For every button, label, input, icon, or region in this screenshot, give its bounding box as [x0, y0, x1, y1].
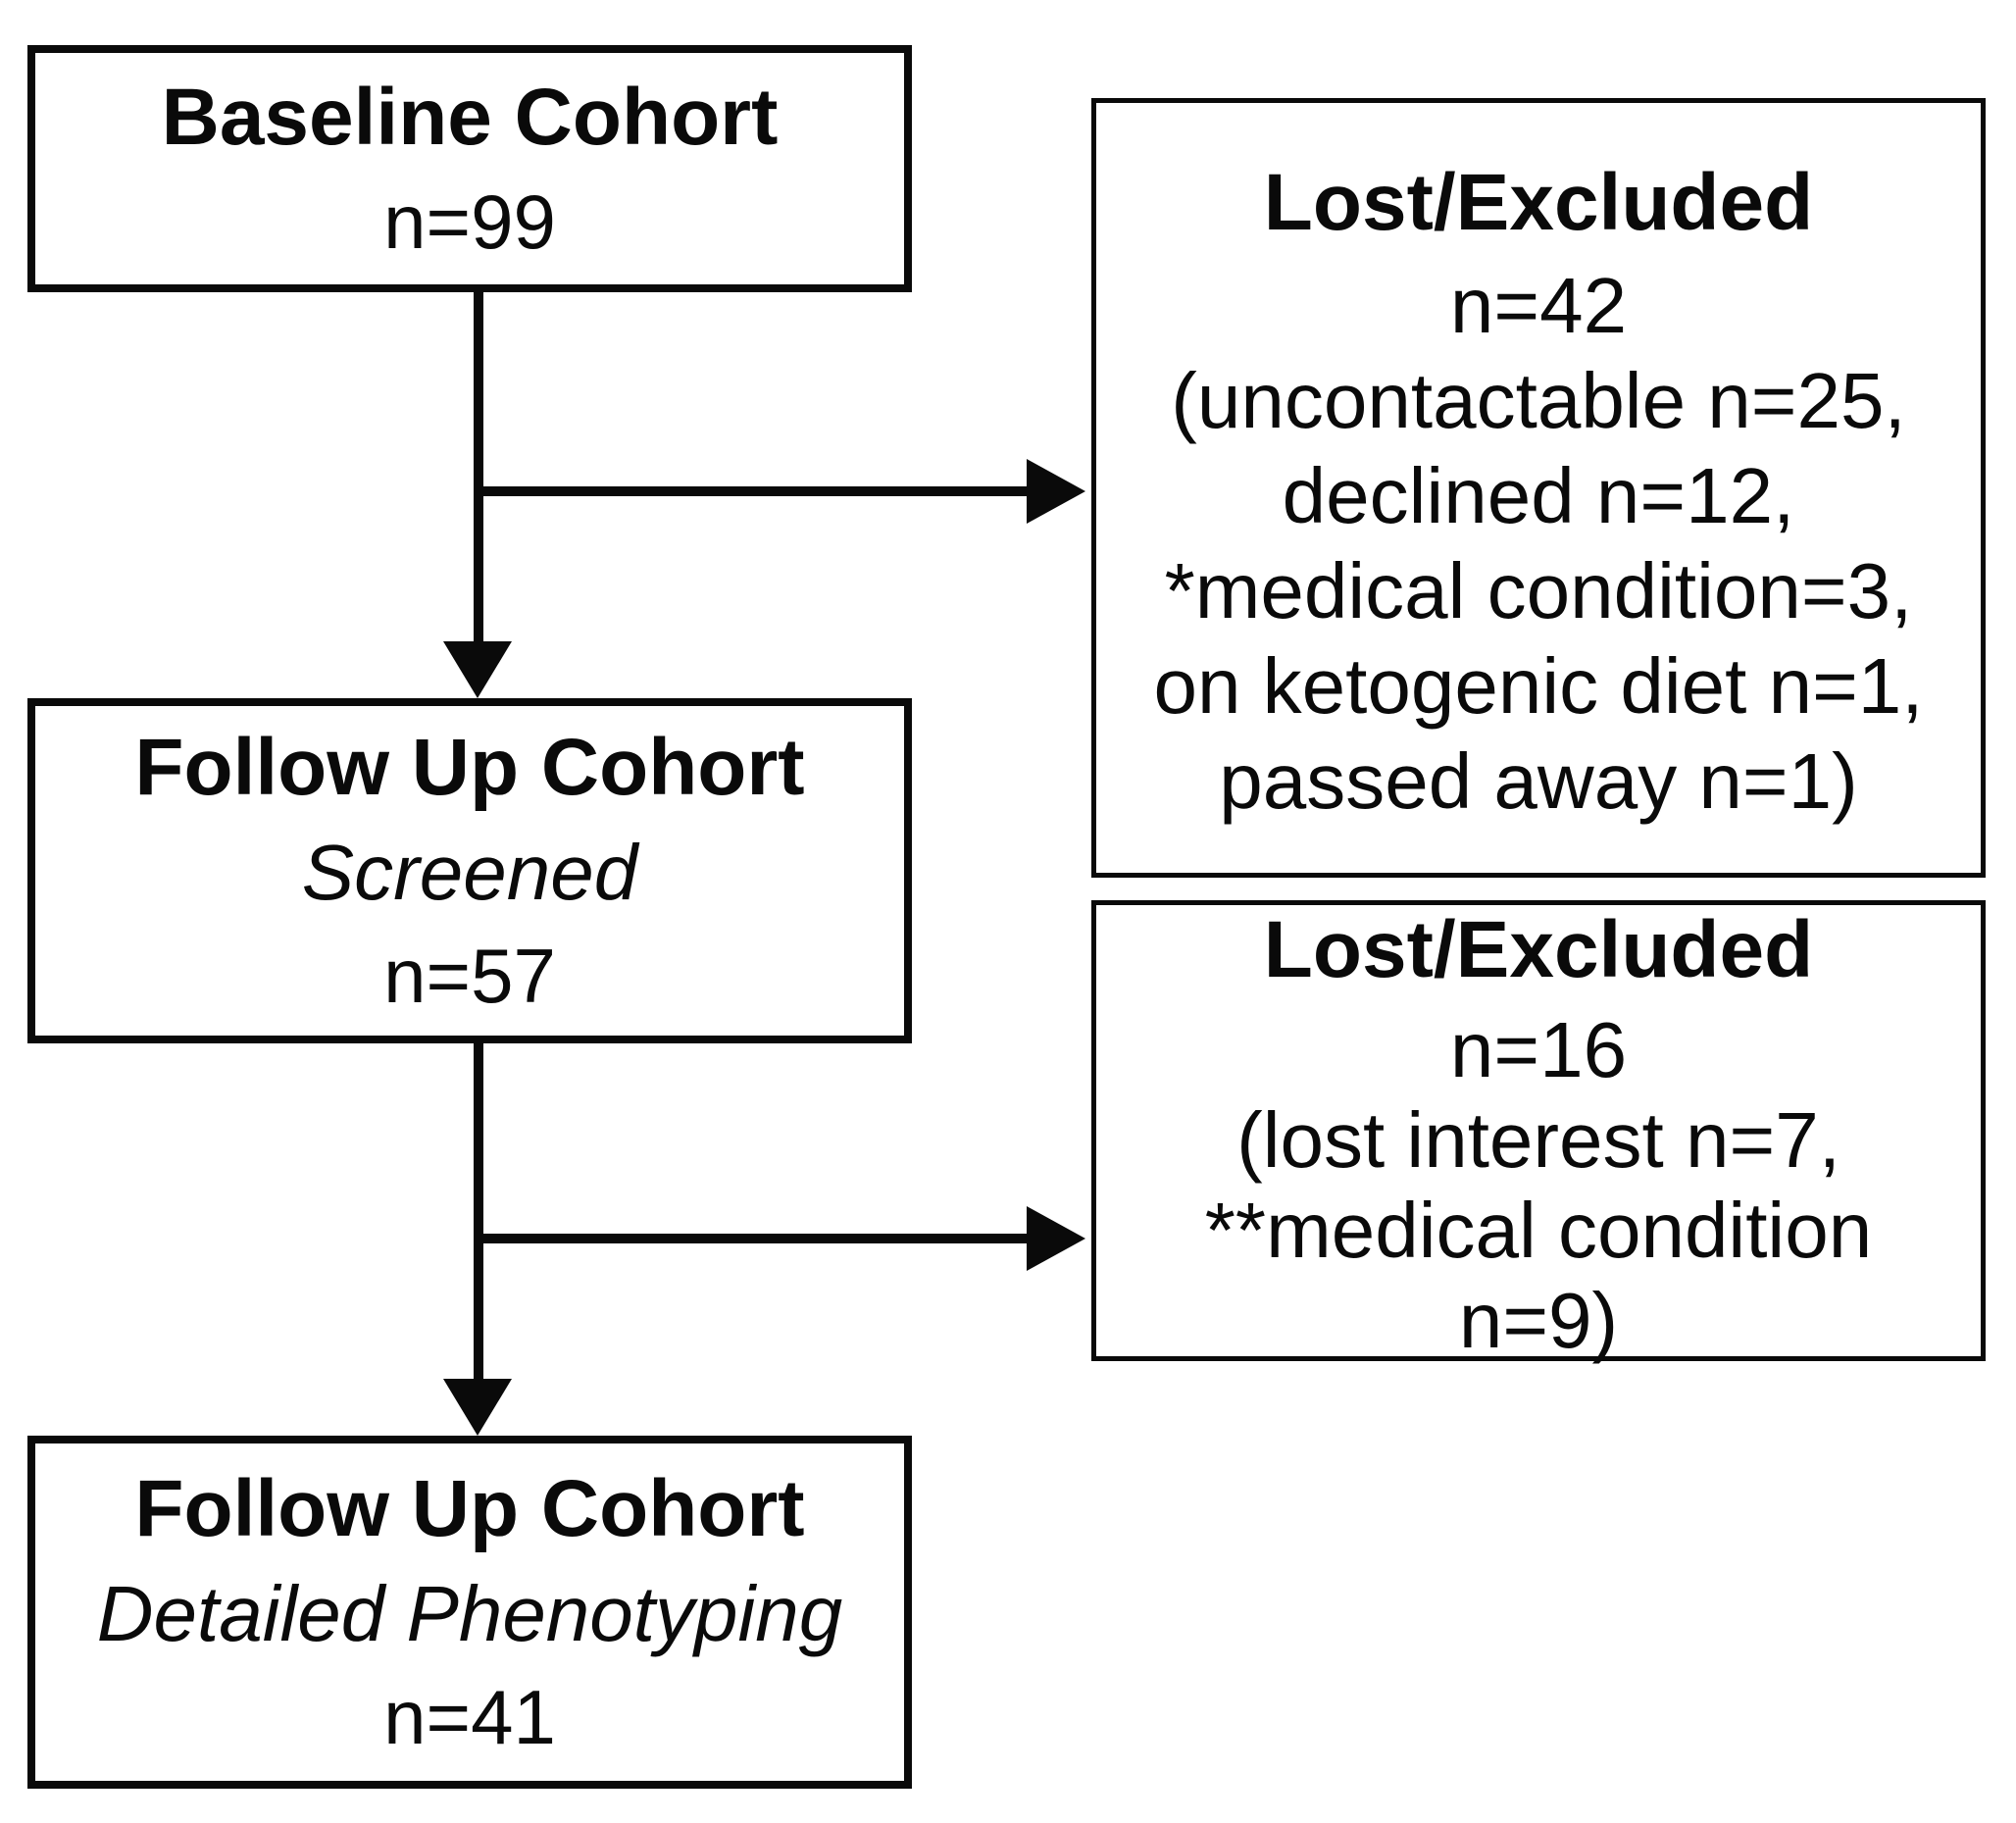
arrow-branch-to-lost2-line	[478, 1234, 1029, 1243]
lost-excluded-2-detail: **medical condition	[1204, 1187, 1873, 1274]
arrow-screened-to-detailed-line	[474, 1043, 483, 1385]
lost-excluded-1-count: n=42	[1449, 261, 1628, 349]
followup-detailed-count: n=41	[383, 1674, 556, 1760]
lost-excluded-1-box: Lost/Excluded n=42 (uncontactable n=25, …	[1091, 98, 1986, 878]
lost-excluded-1-title: Lost/Excluded	[1263, 157, 1814, 247]
followup-screened-box: Follow Up Cohort Screened n=57	[27, 698, 912, 1043]
lost-excluded-2-title: Lost/Excluded	[1263, 905, 1814, 994]
baseline-cohort-box: Baseline Cohort n=99	[27, 45, 912, 292]
down-arrowhead-icon	[443, 641, 512, 698]
lost-excluded-1-detail: *medical condition=3,	[1164, 546, 1913, 634]
right-arrowhead-icon	[1027, 1206, 1085, 1271]
arrow-branch-to-lost1-line	[478, 486, 1029, 496]
lost-excluded-2-count: n=16	[1449, 1006, 1628, 1093]
lost-excluded-2-box: Lost/Excluded n=16 (lost interest n=7, *…	[1091, 900, 1986, 1364]
followup-detailed-title: Follow Up Cohort	[134, 1464, 805, 1553]
followup-screened-subtitle: Screened	[301, 829, 638, 916]
down-arrowhead-icon	[443, 1379, 512, 1436]
baseline-cohort-title: Baseline Cohort	[161, 73, 779, 162]
lost-excluded-2-detail: (lost interest n=7,	[1236, 1096, 1840, 1184]
lost-excluded-1-detail: on ketogenic diet n=1,	[1153, 641, 1924, 730]
lost-excluded-1-detail: passed away n=1)	[1219, 736, 1858, 825]
baseline-cohort-count: n=99	[383, 178, 556, 265]
right-arrowhead-icon	[1027, 459, 1085, 524]
lost-excluded-2-detail: n=9)	[1458, 1277, 1619, 1364]
arrow-baseline-to-screened-line	[474, 292, 483, 645]
followup-detailed-subtitle: Detailed Phenotyping	[96, 1570, 843, 1657]
followup-detailed-box: Follow Up Cohort Detailed Phenotyping n=…	[27, 1436, 912, 1789]
followup-screened-count: n=57	[383, 933, 556, 1019]
followup-screened-title: Follow Up Cohort	[134, 723, 805, 812]
lost-excluded-1-detail: (uncontactable n=25,	[1171, 356, 1906, 444]
lost-excluded-1-detail: declined n=12,	[1282, 451, 1795, 539]
